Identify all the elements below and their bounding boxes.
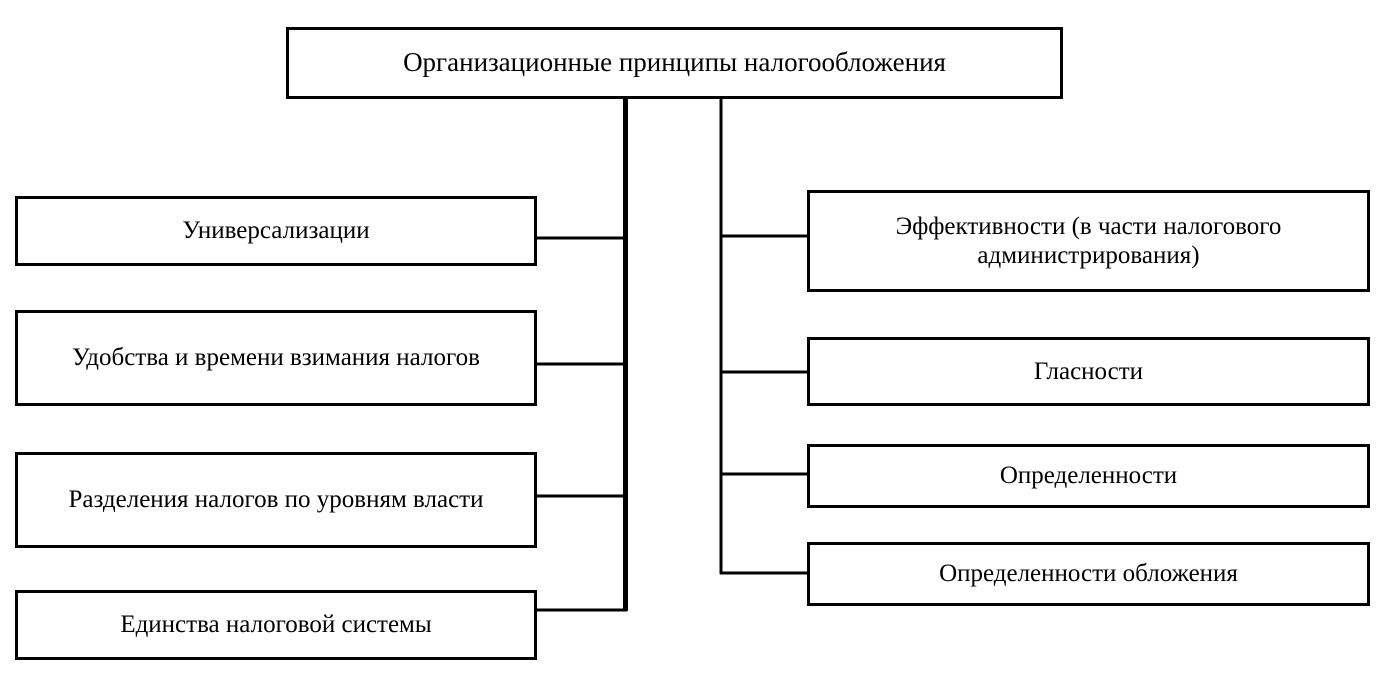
node-left-4[interactable]: Единства налоговой системы	[15, 590, 537, 660]
node-left-3[interactable]: Разделения налогов по уровням власти	[15, 452, 537, 548]
node-right-2[interactable]: Гласности	[807, 337, 1370, 406]
node-left-2-label: Удобства и времени взимания налогов	[72, 344, 480, 372]
node-right-2-label: Гласности	[1033, 357, 1144, 385]
node-root-label: Организационные принципы налогообложения	[403, 47, 946, 78]
node-right-3-label: Определенности	[999, 462, 1178, 490]
node-left-3-label: Разделения налогов по уровням власти	[68, 486, 484, 514]
node-right-4[interactable]: Определенности обложения	[807, 542, 1370, 606]
node-left-2[interactable]: Удобства и времени взимания налогов	[15, 310, 537, 406]
node-left-1-label: Универсализации	[182, 217, 370, 245]
node-root-title[interactable]: Организационные принципы налогообложения	[286, 27, 1063, 99]
node-left-1[interactable]: Универсализации	[15, 196, 537, 266]
node-right-3[interactable]: Определенности	[807, 444, 1370, 508]
node-left-4-label: Единства налоговой системы	[120, 611, 432, 639]
node-right-4-label: Определенности обложения	[939, 560, 1238, 588]
node-right-1[interactable]: Эффективности (в части налогового админи…	[807, 190, 1370, 292]
node-right-1-label: Эффективности (в части налогового админи…	[895, 212, 1282, 270]
